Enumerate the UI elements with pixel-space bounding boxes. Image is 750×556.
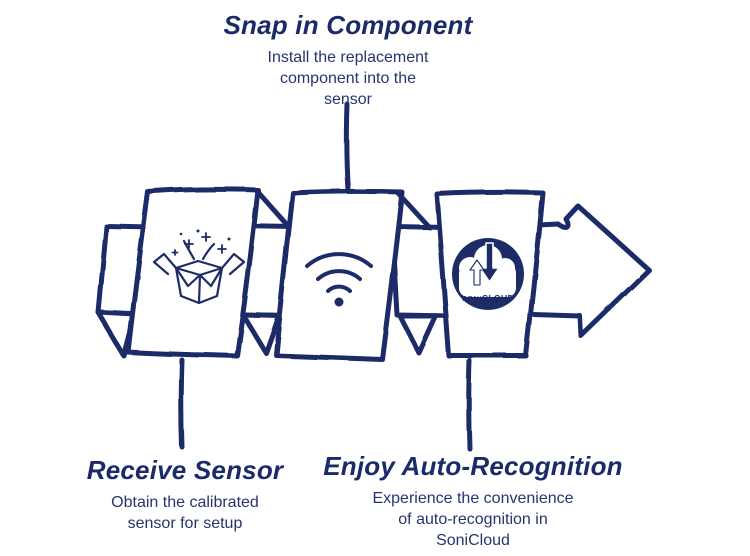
ribbon-fold-1 — [240, 312, 282, 356]
connector-bottom-right — [466, 358, 473, 452]
download-arrow-icon — [479, 242, 500, 283]
upload-arrow-icon — [469, 259, 485, 286]
ribbon-diagonal-1 — [254, 188, 292, 230]
connector-lines — [178, 101, 473, 452]
connector-top — [343, 101, 351, 193]
step-description: Install the replacement component into t… — [267, 49, 429, 108]
open-box-sparkles-icon — [152, 229, 246, 305]
step-description: Obtain the calibrated sensor for setup — [111, 494, 259, 532]
step-title: Receive Sensor — [86, 455, 284, 485]
step-label-snap-in-component: Snap in Component Install the replacemen… — [173, 10, 523, 110]
step-title: Enjoy Auto-Recognition — [323, 451, 623, 481]
wifi-icon — [305, 252, 373, 307]
step-label-receive-sensor: Receive Sensor Obtain the calibrated sen… — [35, 455, 335, 534]
step-description: Experience the convenience of auto-recog… — [372, 490, 574, 549]
sonicloud-logo: SONICLOUD — [452, 238, 524, 310]
ribbon-fold-2 — [397, 313, 439, 356]
step-title: Snap in Component — [223, 10, 473, 40]
ribbon-diagonal-2 — [394, 189, 432, 230]
sonicloud-wordmark: SONICLOUD — [462, 293, 514, 303]
flow-arrowhead — [515, 203, 652, 339]
step-label-enjoy-auto-recognition: Enjoy Auto-Recognition Experience the co… — [323, 451, 623, 551]
step-card-snap-in-component — [273, 188, 405, 362]
connector-bottom-left — [178, 357, 185, 450]
